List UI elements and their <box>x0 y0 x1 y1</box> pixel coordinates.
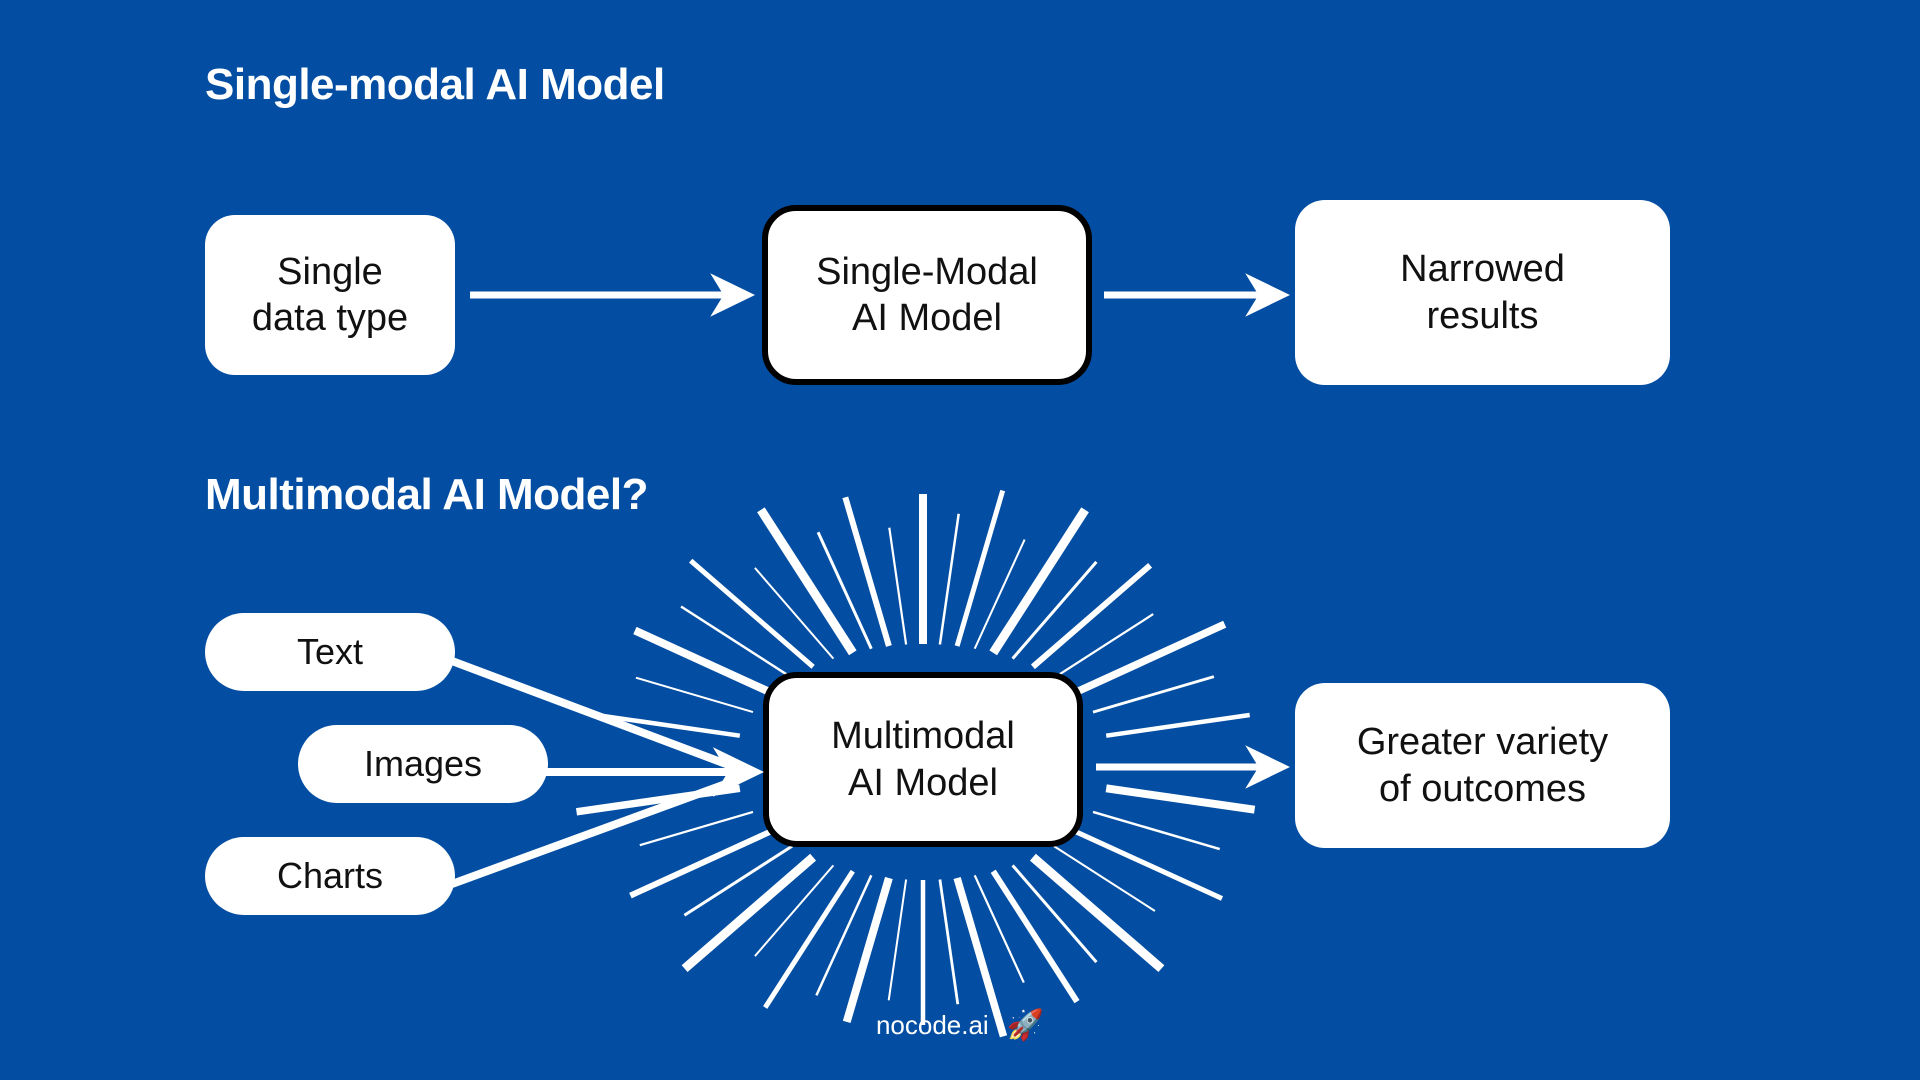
starburst-ray <box>683 844 793 917</box>
starburst-ray <box>689 558 815 669</box>
node-greater-variety-of-outcomes[interactable]: Greater variety of outcomes <box>1295 683 1670 848</box>
rocket-icon: 🚀 <box>1006 1009 1045 1042</box>
starburst-ray <box>953 876 1008 1038</box>
node-label: Single-Modal AI Model <box>816 250 1038 339</box>
node-label: Multimodal AI Model <box>831 715 1015 804</box>
starburst-ray <box>635 676 754 714</box>
starburst-ray <box>754 864 835 957</box>
node-input-charts[interactable]: Charts <box>205 837 455 915</box>
starburst-ray <box>954 489 1006 647</box>
starburst-ray <box>938 879 960 1005</box>
starburst-ray <box>1092 810 1221 851</box>
starburst-ray <box>757 507 857 656</box>
brand-name: nocode.ai <box>875 1010 989 1040</box>
starburst-ray <box>1030 563 1153 670</box>
starburst-ray <box>990 869 1080 1004</box>
node-multimodal-ai-model[interactable]: Multimodal AI Model <box>763 672 1083 847</box>
node-label: Charts <box>276 855 384 897</box>
starburst-ray <box>815 874 873 996</box>
starburst-ray <box>754 567 835 660</box>
starburst-ray <box>1092 675 1215 714</box>
node-input-text[interactable]: Text <box>205 613 455 691</box>
starburst-ray <box>639 810 754 847</box>
starburst-ray <box>888 527 908 645</box>
starburst-ray <box>973 539 1026 650</box>
starburst-ray <box>1053 613 1154 679</box>
node-label: Greater variety of outcomes <box>1356 721 1609 810</box>
node-narrowed-results[interactable]: Narrowed results <box>1295 200 1670 385</box>
starburst-ray <box>633 626 774 697</box>
node-input-images[interactable]: Images <box>298 725 548 803</box>
connector-text-to-multimodal <box>450 657 744 774</box>
starburst-ray <box>681 853 817 973</box>
connector-charts-to-multimodal <box>450 774 744 888</box>
starburst-ray <box>595 712 741 738</box>
starburst-ray <box>938 513 960 645</box>
starburst-ray <box>1105 784 1256 814</box>
starburst-ray <box>1011 864 1098 964</box>
starburst-ray <box>973 874 1025 984</box>
starburst-ray <box>887 879 908 1001</box>
node-single-data-type[interactable]: Single data type <box>205 215 455 375</box>
node-label: Single data type <box>251 250 409 339</box>
starburst-ray <box>989 507 1089 656</box>
starburst-ray <box>1011 560 1098 660</box>
footer-branding: nocode.ai 🚀 <box>0 1008 1920 1043</box>
starburst-ray <box>763 869 855 1009</box>
node-single-modal-ai-model[interactable]: Single-Modal AI Model <box>762 205 1092 385</box>
node-label: Narrowed results <box>1400 248 1565 337</box>
starburst-ray <box>1073 828 1224 901</box>
starburst-ray <box>1073 620 1227 697</box>
starburst-ray <box>1053 845 1156 912</box>
starburst-ray <box>842 496 892 647</box>
node-label: Text <box>296 631 364 673</box>
starburst-ray <box>1029 853 1165 973</box>
starburst-ray <box>1105 712 1251 738</box>
starburst-ray <box>629 828 773 899</box>
section-heading-multimodal: Multimodal AI Model? <box>205 470 649 519</box>
starburst-ray <box>680 605 793 679</box>
starburst-ray <box>816 531 873 650</box>
section-heading-single-modal: Single-modal AI Model <box>205 60 665 109</box>
starburst-ray <box>842 876 893 1024</box>
node-label: Images <box>363 743 483 785</box>
